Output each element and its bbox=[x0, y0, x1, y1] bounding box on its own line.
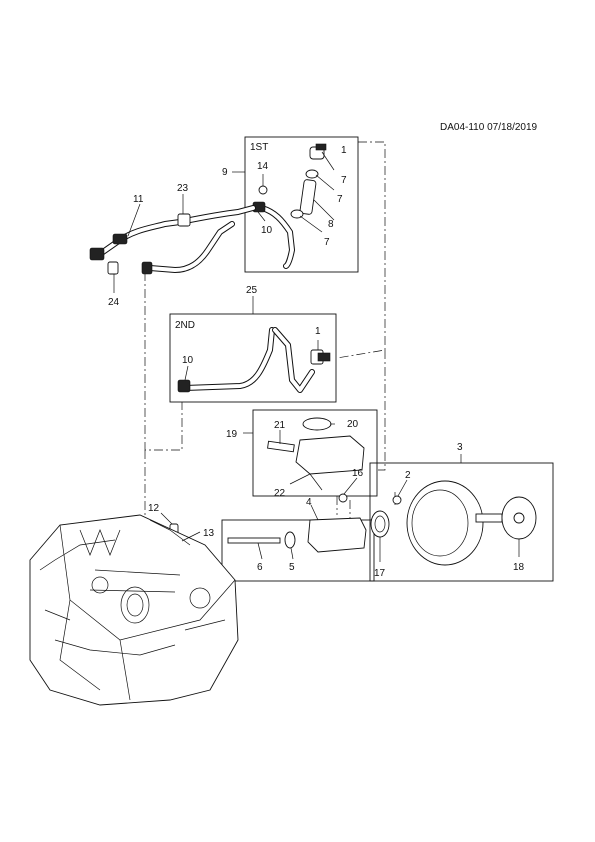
callout-1-first: 1 bbox=[341, 145, 347, 156]
second-design-group: 2ND bbox=[169, 313, 337, 403]
callout-7-detail: 7 bbox=[337, 194, 343, 205]
reservoir-frame bbox=[252, 409, 378, 497]
engine-illustration bbox=[29, 514, 239, 706]
callout-10-first: 10 bbox=[261, 225, 273, 236]
callout-23: 23 bbox=[177, 183, 189, 194]
booster-pushrod bbox=[475, 513, 503, 523]
callout-6: 6 bbox=[257, 562, 263, 573]
callout-14: 14 bbox=[257, 161, 269, 172]
clamp-7-top bbox=[305, 169, 319, 179]
first-design-frame bbox=[244, 136, 359, 273]
first-design-group: 1ST bbox=[244, 136, 359, 273]
callout-8: 8 bbox=[328, 219, 334, 230]
reservoir-cap-20 bbox=[302, 417, 332, 431]
callout-12: 12 bbox=[148, 503, 160, 514]
callout-19: 19 bbox=[226, 429, 238, 440]
clip-part-24 bbox=[107, 261, 119, 275]
hose-end-lower bbox=[141, 261, 153, 275]
leader-lines bbox=[113, 151, 520, 562]
callout-7-bottom: 7 bbox=[324, 237, 330, 248]
callout-5: 5 bbox=[289, 562, 295, 573]
callout-21: 21 bbox=[274, 420, 286, 431]
reservoir-tank bbox=[295, 435, 365, 475]
first-design-label: 1ST bbox=[250, 142, 268, 153]
seal-part-17 bbox=[370, 510, 390, 538]
vacuum-hose-assembly bbox=[89, 205, 256, 275]
nut-part-2 bbox=[392, 495, 402, 505]
callout-1-second: 1 bbox=[315, 326, 321, 337]
callout-numbers: 9 19 11 23 24 14 10 1 7 7 8 7 1 10 25 21… bbox=[108, 145, 525, 579]
booster-frame bbox=[369, 462, 554, 582]
callout-17: 17 bbox=[374, 568, 386, 579]
hose-connector-11 bbox=[112, 233, 128, 245]
brake-booster bbox=[406, 480, 484, 566]
callout-25: 25 bbox=[246, 285, 258, 296]
callout-9: 9 bbox=[222, 167, 228, 178]
callout-7-top: 7 bbox=[341, 175, 347, 186]
callout-16: 16 bbox=[352, 468, 364, 479]
master-cylinder-part-4 bbox=[307, 517, 367, 553]
second-design-label: 2ND bbox=[175, 320, 195, 331]
callout-4: 4 bbox=[306, 497, 312, 508]
master-cylinder-frame bbox=[221, 519, 375, 582]
fitting-part-16 bbox=[338, 493, 348, 503]
booster-group bbox=[221, 462, 554, 582]
check-valve-part-8 bbox=[299, 179, 317, 215]
connector-part-10-second bbox=[177, 379, 191, 393]
diagram-reference-code: DA04-110 07/18/2019 bbox=[440, 122, 538, 133]
hose-end-left bbox=[89, 247, 105, 261]
callout-13: 13 bbox=[203, 528, 215, 539]
seal-part-5 bbox=[284, 531, 296, 549]
clip-part-14 bbox=[258, 185, 268, 195]
sensor-part-21 bbox=[267, 440, 295, 453]
callout-18: 18 bbox=[513, 562, 525, 573]
callout-11: 11 bbox=[133, 194, 144, 205]
callout-3: 3 bbox=[457, 442, 463, 453]
callout-24: 24 bbox=[108, 297, 120, 308]
rod-part-6 bbox=[227, 537, 281, 544]
callout-2: 2 bbox=[405, 470, 411, 481]
callout-20: 20 bbox=[347, 419, 359, 430]
reservoir-group bbox=[252, 409, 378, 497]
hose-clip-23 bbox=[177, 213, 191, 227]
callout-10-second: 10 bbox=[182, 355, 194, 366]
callout-22: 22 bbox=[274, 488, 286, 499]
